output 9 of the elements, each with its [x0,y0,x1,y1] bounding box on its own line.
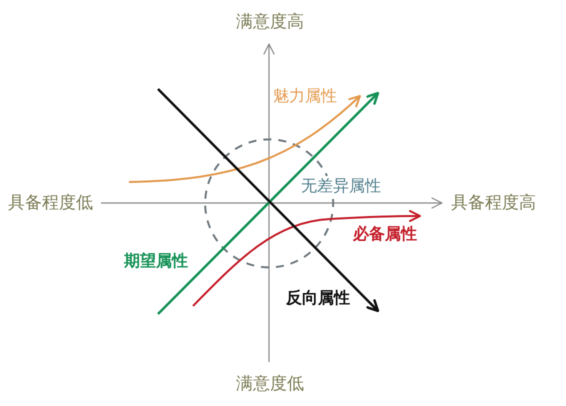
curve-label: 反向属性 [286,289,350,308]
curve-label: 期望属性 [124,252,188,270]
axis-label: 具备程度高 [451,194,536,214]
axis-label: 满意度低 [236,375,304,395]
curve-label: 必备属性 [353,225,417,244]
curve-label: 魅力属性 [273,87,337,106]
axis-label: 具备程度低 [8,194,93,214]
axis-label: 满意度高 [236,13,304,33]
zone-label: 无差异属性 [301,177,381,196]
